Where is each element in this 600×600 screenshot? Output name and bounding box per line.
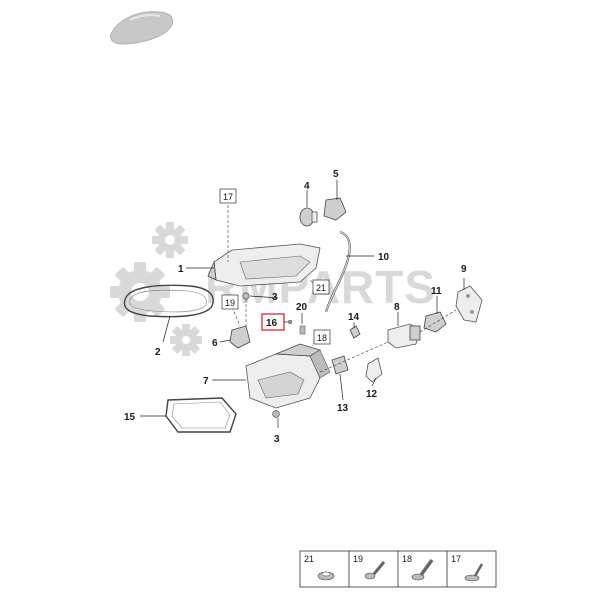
legend-cell-19: 19 [353, 554, 386, 580]
leader-lines [140, 180, 465, 428]
part-upper-housing [207, 243, 321, 287]
part-gasket-frame [123, 284, 214, 318]
callout-6: 6 [212, 338, 218, 349]
callout-2: 2 [155, 347, 161, 358]
callout-1: 1 [178, 264, 184, 275]
legend-cell-18: 18 [402, 554, 434, 581]
boxed-callout-18: 18 [313, 329, 331, 345]
part-screw-16 [287, 319, 293, 325]
callout-20: 20 [296, 302, 308, 313]
part-bracket-11 [423, 311, 447, 333]
part-nut-upper [242, 292, 250, 300]
gear-icon [110, 262, 170, 322]
callout-7: 7 [203, 376, 209, 387]
watermark: RMPARTS [110, 222, 435, 356]
callout-labels: 1 2 3 3 4 5 6 7 8 9 10 11 12 13 14 15 20 [124, 169, 467, 445]
callout-11: 11 [431, 286, 442, 297]
part-actuator [387, 323, 421, 349]
fastener-legend-table: 21 19 18 17 [299, 550, 497, 588]
callout-9: 9 [461, 264, 467, 275]
expansion-rivet-icon [464, 563, 484, 582]
part-bracket-6 [229, 325, 251, 349]
legend-cell-21: 21 [304, 554, 335, 581]
part-nut-lower [272, 410, 280, 418]
svg-text:18: 18 [317, 333, 327, 343]
svg-text:21: 21 [316, 283, 326, 293]
callout-14: 14 [348, 312, 360, 323]
boxed-callout-19: 19 [221, 294, 239, 310]
callout-16-highlighted[interactable]: 16 [261, 313, 288, 331]
callout-5: 5 [333, 169, 339, 180]
callout-8: 8 [394, 302, 400, 313]
part-screw-20 [299, 325, 306, 335]
svg-text:17: 17 [451, 554, 461, 564]
legend-cell-17: 17 [451, 554, 484, 582]
gear-icon [152, 222, 188, 258]
boxed-callout-21: 21 [312, 279, 330, 295]
callout-12: 12 [366, 389, 378, 400]
part-module-5 [323, 197, 347, 221]
nut-icon [317, 571, 335, 581]
callout-3-lower: 3 [274, 434, 280, 445]
callout-15: 15 [124, 412, 136, 423]
svg-text:17: 17 [223, 192, 233, 202]
part-socket-13 [331, 355, 349, 375]
bolt-icon [364, 561, 386, 580]
flange-bolt-icon [411, 558, 434, 581]
part-mounting-panel [455, 285, 483, 323]
svg-text:19: 19 [225, 298, 235, 308]
callout-13: 13 [337, 403, 349, 414]
svg-text:19: 19 [353, 554, 363, 564]
callout-3-upper: 3 [272, 292, 278, 303]
boxed-callout-17: 17 [219, 188, 237, 204]
svg-text:18: 18 [402, 554, 412, 564]
part-bulb-cap [299, 207, 318, 227]
part-main-housing [245, 343, 331, 409]
callout-4: 4 [304, 181, 310, 192]
part-clip-12 [365, 357, 383, 383]
part-screw-14 [349, 325, 361, 339]
vehicle-icon [110, 11, 174, 45]
callout-16: 16 [266, 318, 278, 329]
svg-text:21: 21 [304, 554, 314, 564]
callout-10: 10 [378, 252, 390, 263]
part-trim-frame [165, 397, 237, 433]
part-vent-hose [324, 230, 351, 313]
gear-icon [170, 324, 202, 356]
